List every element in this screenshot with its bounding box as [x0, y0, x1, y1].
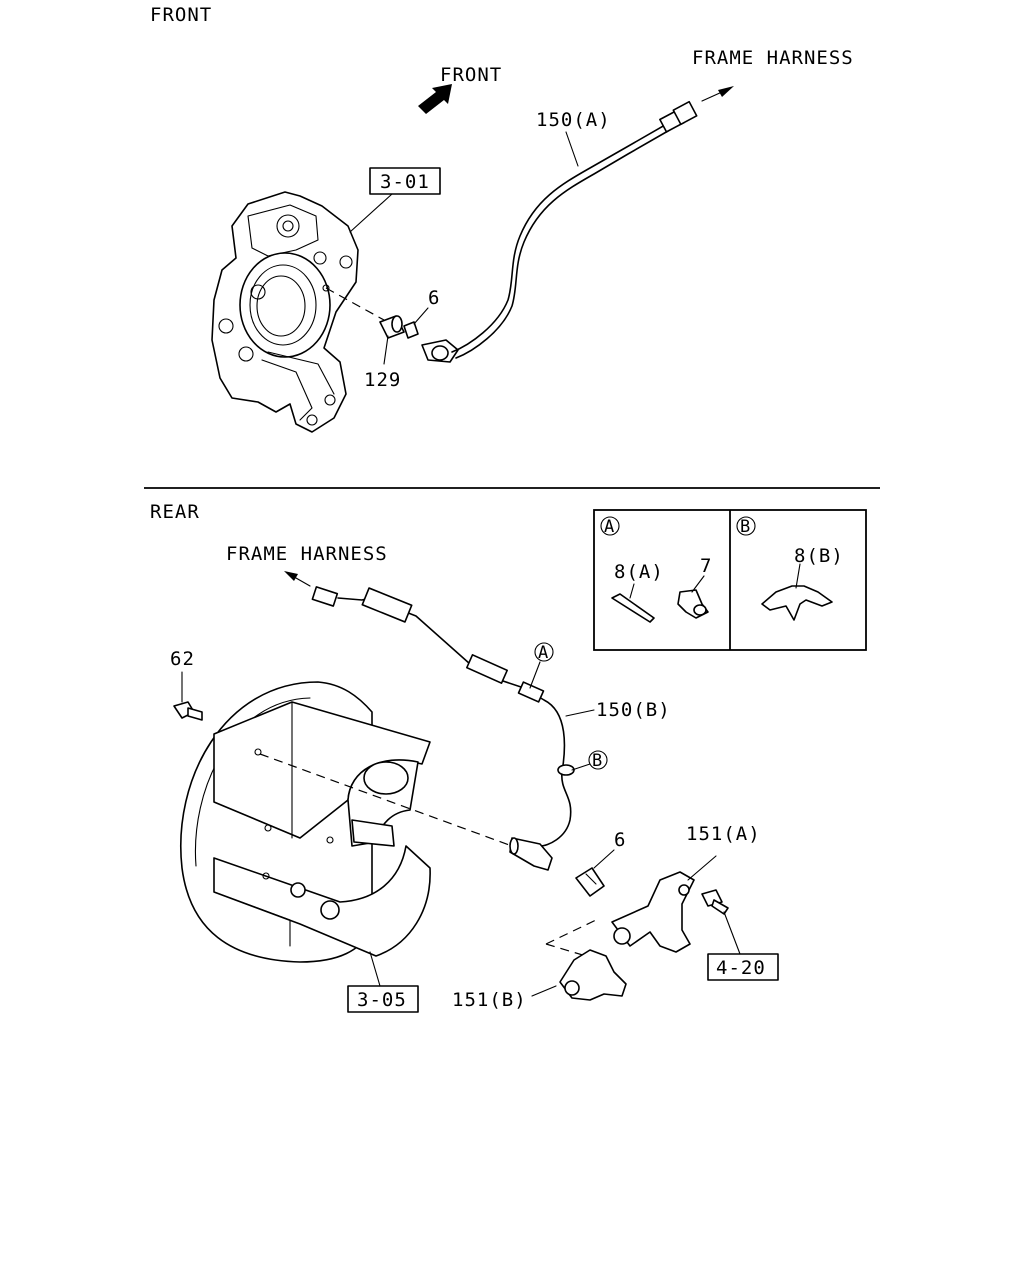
- marker-b: B: [571, 750, 608, 771]
- detail-callout-8b: 8(B): [794, 545, 844, 567]
- rear-bracket-151a: [611, 855, 717, 953]
- front-callout-150a: 150(A): [536, 109, 611, 131]
- rear-callout-151a: 151(A): [686, 823, 761, 845]
- front-bushing-129: [379, 315, 405, 365]
- front-frame-harness-label: FRAME HARNESS: [692, 47, 854, 69]
- rear-bracket-151b: [531, 949, 627, 1001]
- rear-ref-box-3-05: 3-05: [347, 951, 419, 1013]
- rear-bracket-dash-line-2: [545, 943, 587, 957]
- detail-callout-7: 7: [700, 555, 712, 577]
- front-assembly-dash-line: [325, 287, 385, 321]
- detail-panel-a-letter: A: [604, 517, 614, 537]
- detail-callout-8a: 8(A): [614, 561, 664, 583]
- rear-callout-150b-leader: [565, 709, 595, 717]
- front-callout-150a-leader: [565, 131, 579, 167]
- rear-bracket-dash-line-1: [545, 919, 597, 945]
- detail-panel-b-letter: B: [740, 517, 750, 537]
- clip-8a-part: [611, 583, 655, 623]
- rear-harness-arrow-icon: [284, 571, 311, 587]
- front-ref-box-3-01-text: 3-01: [380, 171, 430, 193]
- front-ref-box-3-01: 3-01: [349, 167, 441, 233]
- front-direction-label: FRONT: [440, 64, 502, 86]
- marker-b-letter: B: [592, 751, 602, 771]
- rear-callout-150b: 150(B): [596, 699, 671, 721]
- rear-callout-6: 6: [614, 829, 626, 851]
- front-section-title: FRONT: [150, 4, 212, 26]
- clip-8b-part: [761, 563, 833, 621]
- marker-a-letter: A: [538, 643, 548, 663]
- detail-box: A B 8(A) 7 8(B): [593, 509, 867, 651]
- rear-ring-6: [575, 849, 615, 897]
- rear-brake-drum-3-05: [180, 681, 431, 963]
- rear-section-title: REAR: [150, 501, 200, 523]
- rear-frame-harness-label: FRAME HARNESS: [226, 543, 388, 565]
- front-sensor-cable-150a: [421, 86, 734, 363]
- front-ring-6: [403, 307, 429, 339]
- front-callout-6: 6: [428, 287, 440, 309]
- grommet-7-part: [677, 575, 709, 619]
- rear-sensor-cable-150b: [311, 586, 575, 871]
- front-callout-129: 129: [364, 369, 401, 391]
- front-direction-arrow-icon: [418, 84, 452, 114]
- rear-callout-62: 62: [170, 648, 195, 670]
- rear-callout-151b: 151(B): [452, 989, 527, 1011]
- front-knuckle-3-01: [211, 191, 359, 433]
- rear-ref-box-4-20-text: 4-20: [716, 957, 766, 979]
- marker-a: A: [529, 642, 554, 689]
- rear-ref-box-3-05-text: 3-05: [357, 989, 407, 1011]
- rear-bolt-62: [173, 671, 203, 721]
- rear-bolt-4-20: 4-20: [701, 889, 779, 981]
